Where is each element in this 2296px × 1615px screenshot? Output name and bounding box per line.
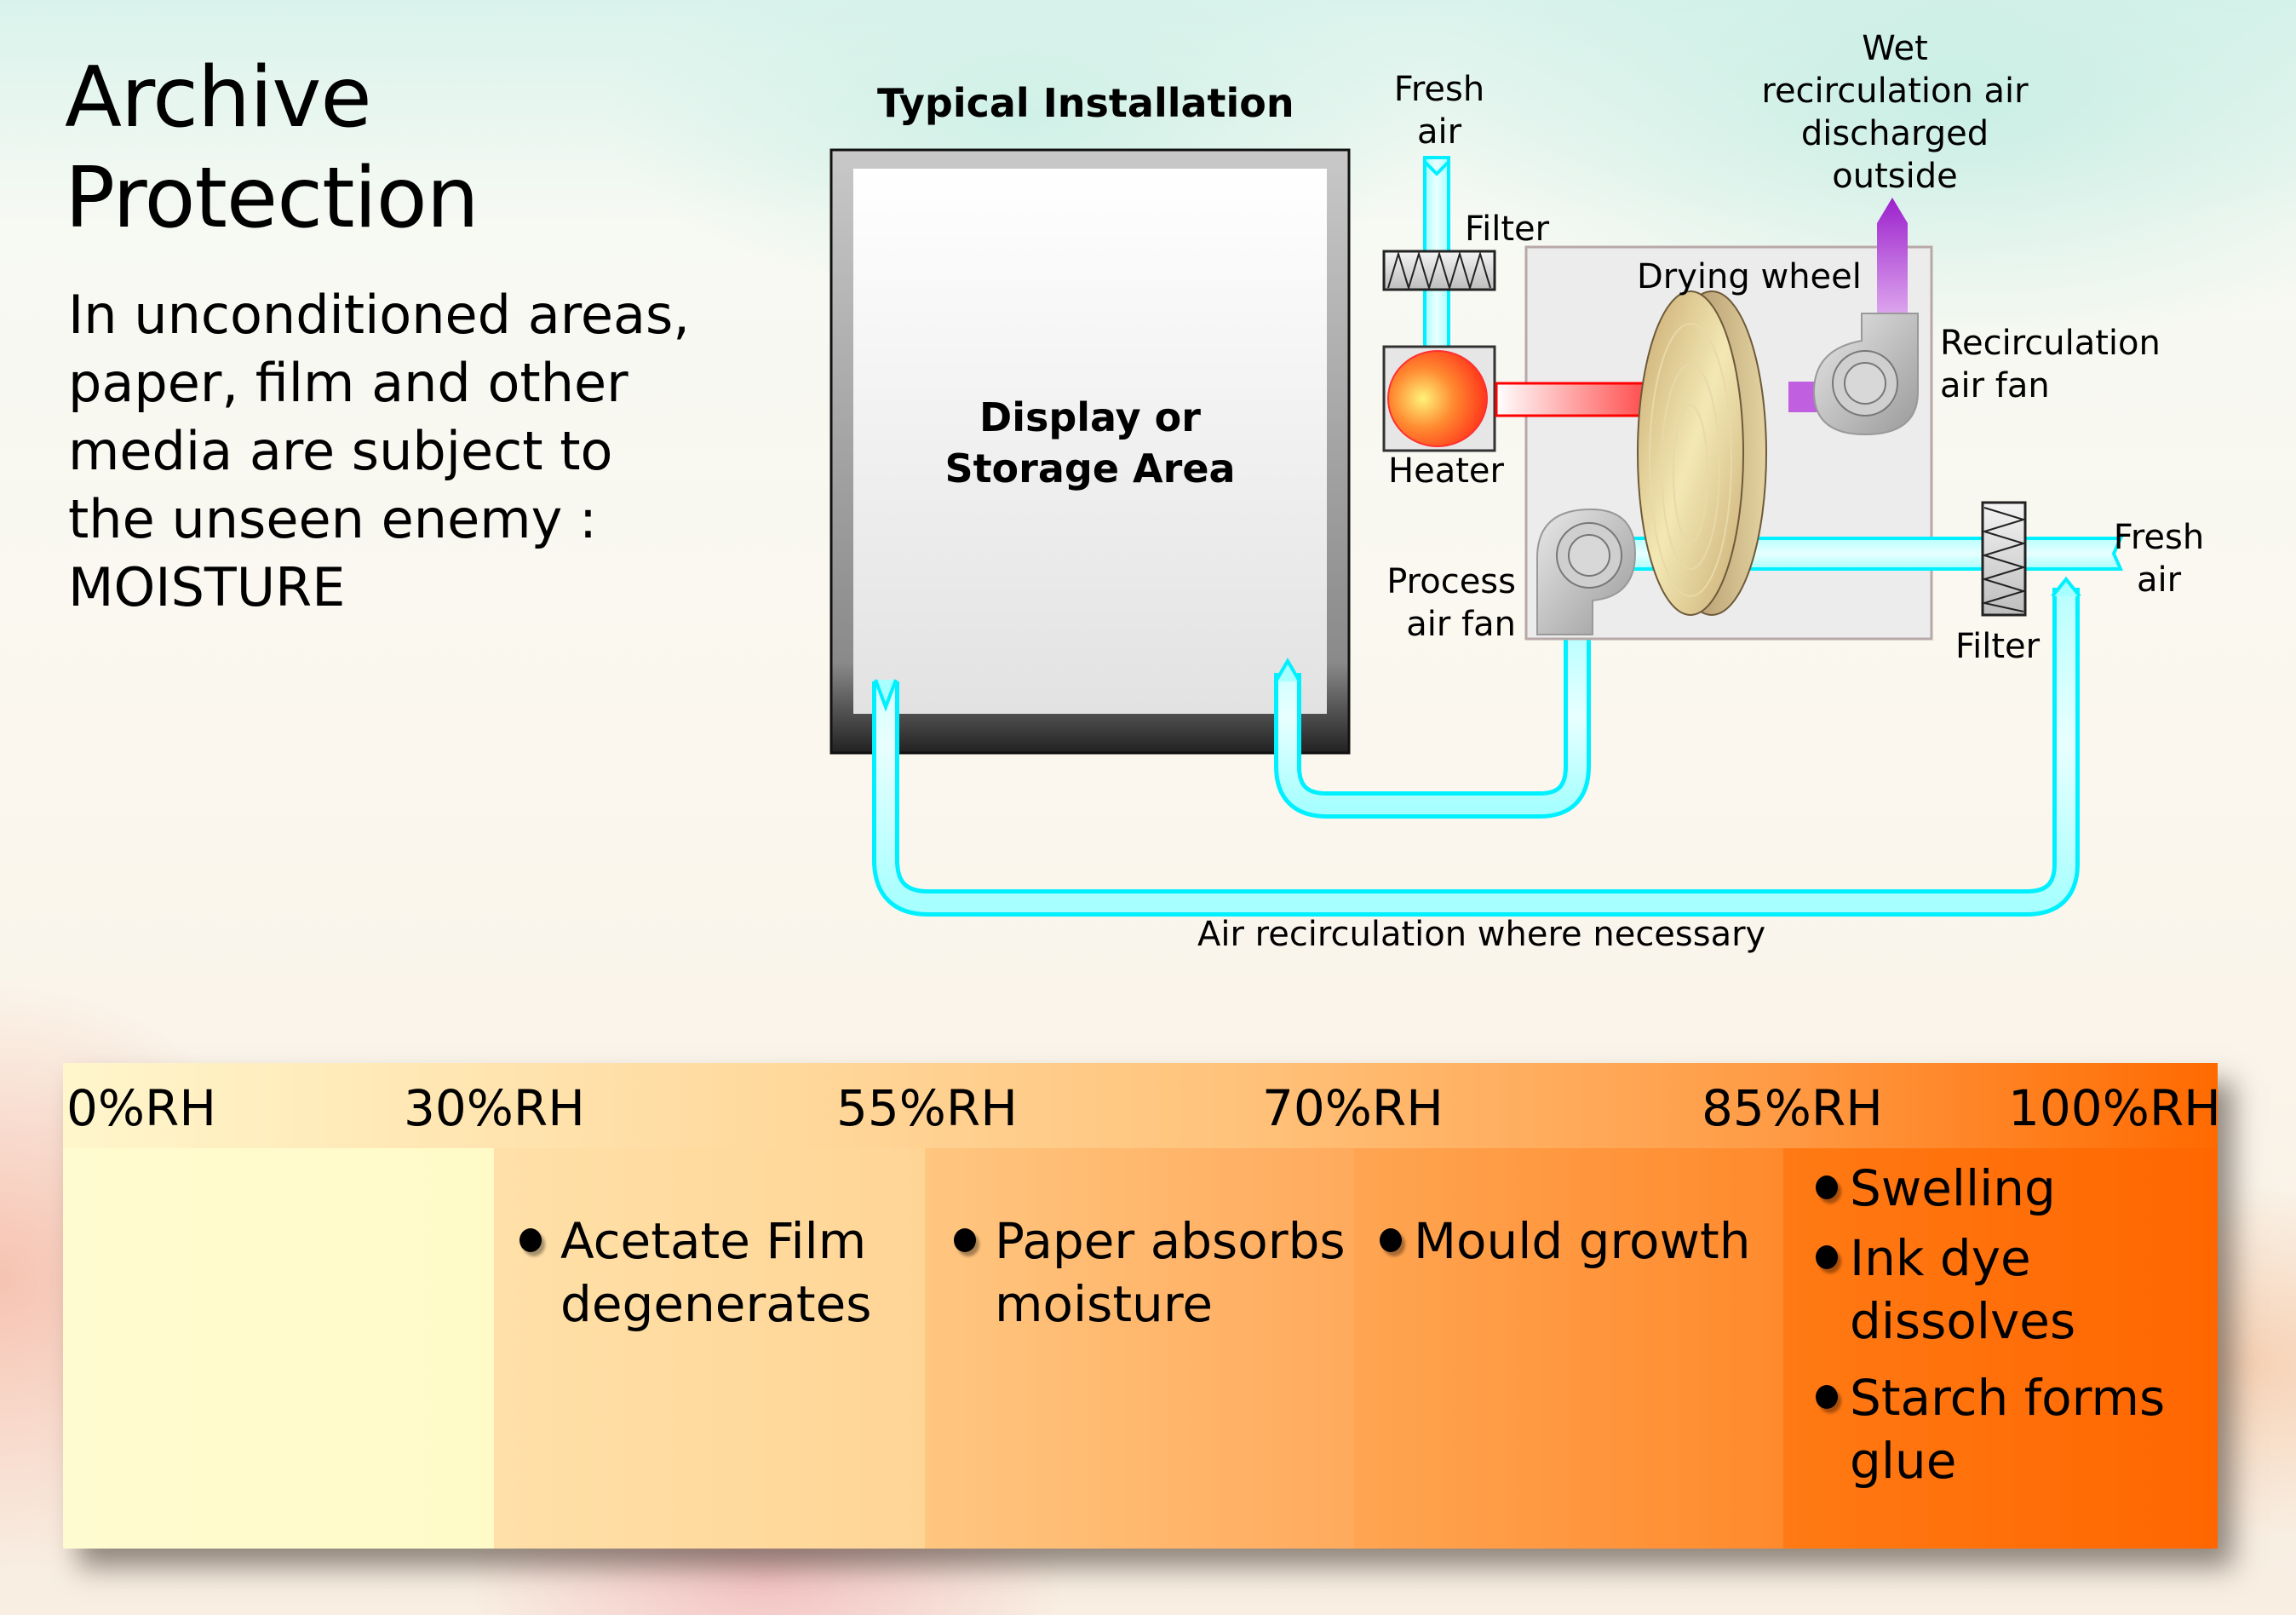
effect-item: Acetate Film degenerates [519,1210,925,1336]
rh-tick: 100%RH [2008,1079,2221,1137]
effect-item: Swelling [1816,1157,2173,1220]
recirculation-fan-line1: Recirculation [1940,324,2161,363]
fresh-air-right-line1: Fresh [2113,518,2205,557]
wet-air-line1: Wet [1862,29,1928,68]
humidity-band-0-30 [63,1148,494,1549]
rh-tick: 30%RH [404,1079,585,1137]
fresh-air-right-line2: air [2136,560,2182,600]
storage-area-label-line2: Storage Area [944,445,1236,491]
filter-icon-top [1382,250,1496,291]
process-fan-label: Process air fan [1380,560,1516,646]
rh-tick: 0%RH [66,1079,216,1137]
humidity-band-70-85: Mould growth [1354,1148,1783,1549]
storage-area-box [829,148,1351,755]
recirculation-fan-line2: air fan [1940,366,2050,405]
humidity-scale-header: 0%RH 30%RH 55%RH 70%RH 85%RH 100%RH [63,1063,2221,1148]
wet-air-line3: discharged [1800,114,1989,153]
humidity-band-30-55: Acetate Film degenerates [494,1148,925,1549]
humidity-band-85-100: Swelling Ink dye dissolves Starch forms … [1783,1148,2218,1549]
humidity-scale: 0%RH 30%RH 55%RH 70%RH 85%RH 100%RH Acet… [63,1063,2221,1549]
wet-air-line4: outside [1832,157,1958,196]
recirculation-duct-outer [872,576,2081,917]
diagram-heading: Typical Installation [877,80,1294,126]
storage-area-label-line1: Display or [979,394,1201,440]
bullet-icon [1816,1245,1838,1269]
heater-label: Heater [1388,451,1504,491]
humidity-band-55-70: Paper absorbs moisture [925,1148,1354,1549]
bullet-icon [954,1228,976,1252]
effect-item: Mould growth [1380,1210,1750,1273]
installation-diagram [829,148,2124,917]
slide-title-line2: Protection [65,150,479,247]
process-air-fan-icon [1536,508,1637,635]
effect-item: Ink dye dissolves [1816,1227,2173,1353]
bullet-icon [519,1228,542,1252]
filter-top-label: Filter [1465,210,1550,249]
process-air-duct [1274,630,1591,819]
rh-tick: 70%RH [1262,1079,1444,1137]
storage-area-label: Display or Storage Area [937,392,1243,494]
bullet-icon [1380,1228,1402,1252]
bullet-icon [1816,1175,1838,1199]
drying-wheel-label: Drying wheel [1637,257,1862,296]
process-fan-line1: Process [1386,562,1516,601]
heater-icon [1382,345,1496,452]
recirculation-fan-icon [1812,313,1919,436]
fresh-air-right-label: Fresh air [2112,516,2206,601]
effect-item: Starch forms glue [1816,1366,2173,1492]
drying-wheel-icon [1637,290,1767,616]
rh-tick: 55%RH [836,1079,1018,1137]
intro-text: In unconditioned areas, paper, film and … [68,284,691,618]
fresh-air-top-line1: Fresh [1393,70,1485,109]
wet-air-line2: recirculation air [1761,72,2029,111]
process-fan-line2: air fan [1406,605,1516,644]
wet-air-label: Wet recirculation air discharged outside [1754,27,2035,198]
slide-title-line1: Archive [65,49,372,147]
effect-item: Paper absorbs moisture [954,1210,1346,1336]
recirculation-note: Air recirculation where necessary [1197,915,1766,954]
rh-tick: 85%RH [1702,1079,1883,1137]
fresh-air-top-label: Fresh air [1380,68,1499,153]
humidity-bands: Acetate Film degenerates Paper absorbs m… [63,1148,2218,1549]
filter-icon-right [1981,501,2027,617]
fresh-air-top-line2: air [1416,112,1462,152]
slide-title: Archive Protection [65,48,479,249]
filter-right-label: Filter [1955,627,2041,666]
recirculation-fan-label: Recirculation air fan [1940,322,2161,407]
bullet-icon [1816,1385,1838,1409]
